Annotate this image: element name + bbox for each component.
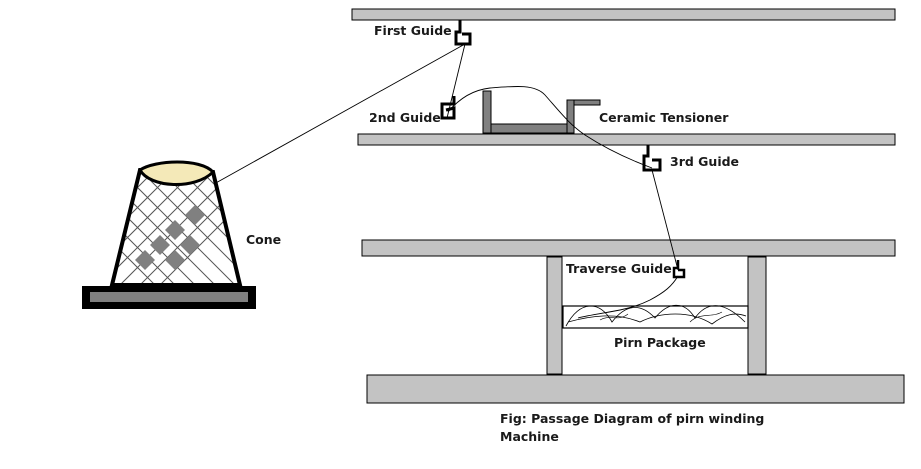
- caption-line-2: Machine: [500, 429, 559, 444]
- label-second-guide: 2nd Guide: [369, 110, 441, 125]
- first-guide: [454, 20, 472, 46]
- cone-package: [109, 160, 243, 287]
- top-plate: [351, 8, 896, 21]
- yarn-path: [213, 43, 679, 319]
- label-third-guide: 3rd Guide: [670, 154, 739, 169]
- middle-plate: [357, 133, 896, 146]
- ceramic-tensioner: [482, 90, 601, 134]
- label-ceramic-tensioner: Ceramic Tensioner: [599, 110, 729, 125]
- traverse-plate: [361, 239, 896, 257]
- caption-line-1: Fig: Passage Diagram of pirn winding: [500, 411, 764, 426]
- right-pillar: [747, 256, 767, 375]
- label-first-guide: First Guide: [374, 23, 452, 38]
- third-guide: [642, 145, 662, 172]
- traverse-guide: [672, 260, 686, 279]
- label-cone: Cone: [246, 232, 281, 247]
- pirn-package: [562, 304, 749, 329]
- label-pirn-package: Pirn Package: [614, 335, 706, 350]
- left-pillar: [546, 256, 563, 375]
- label-traverse-guide: Traverse Guide: [566, 261, 672, 276]
- second-guide: [440, 96, 456, 120]
- base-plate: [366, 374, 905, 404]
- cone-base: [82, 286, 256, 309]
